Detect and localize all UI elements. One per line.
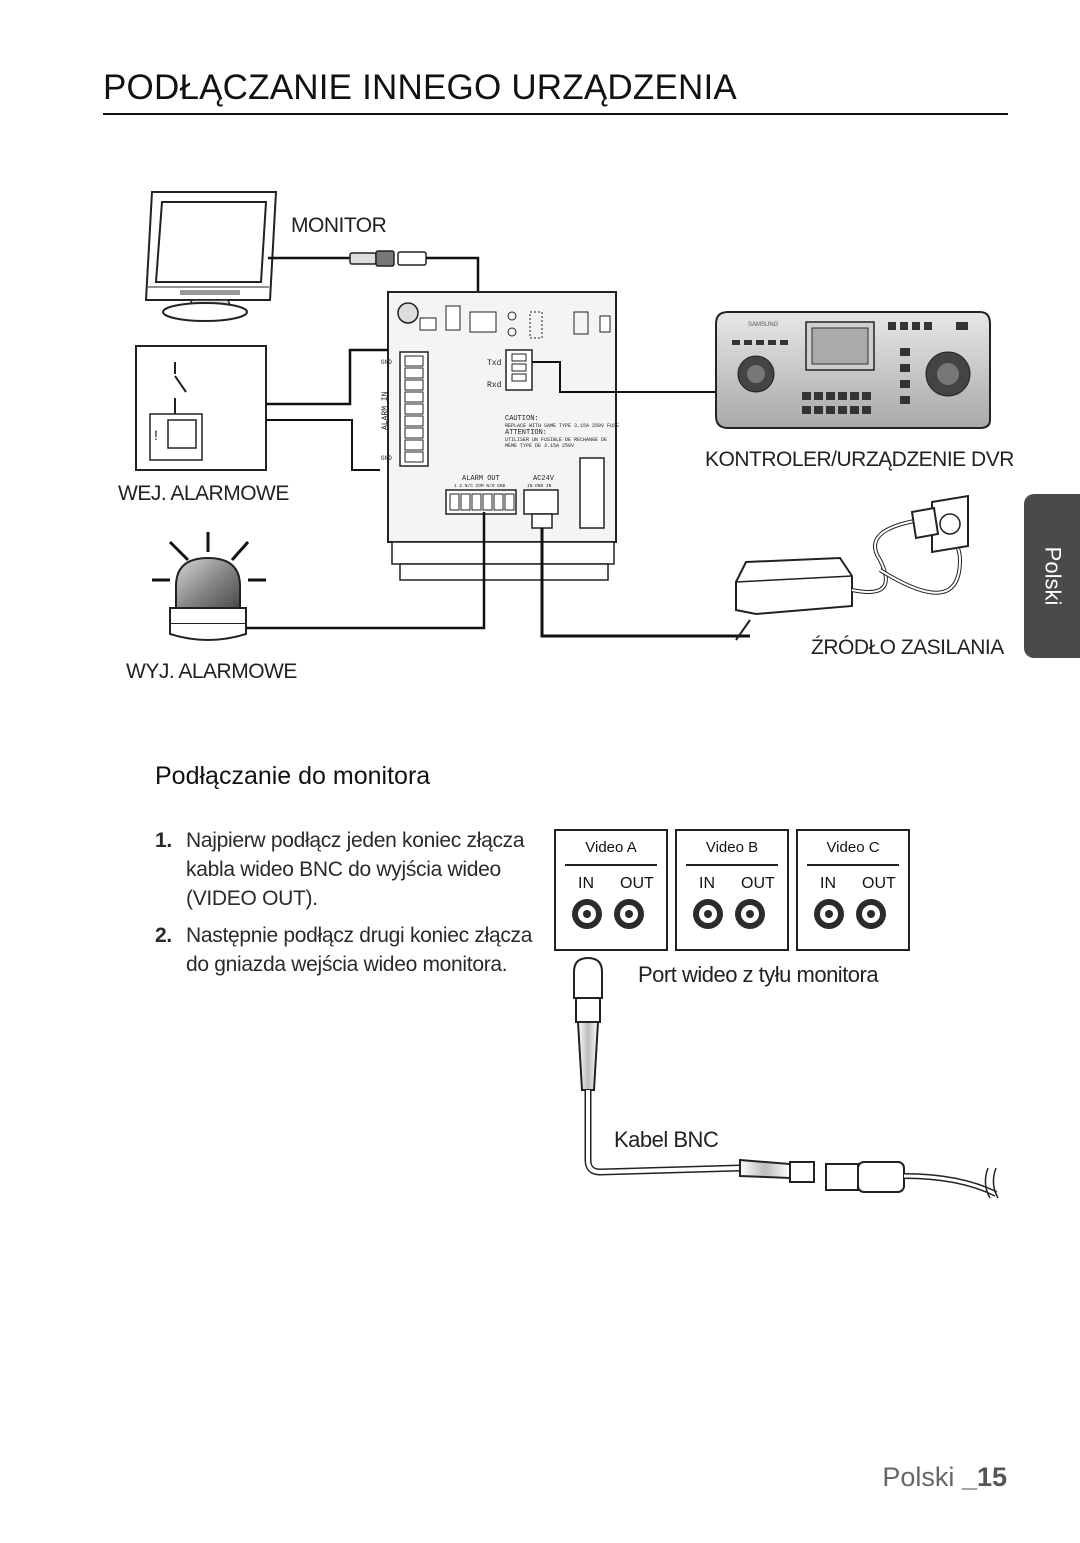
svg-text:MEME TYPE DE 3.15A 250V: MEME TYPE DE 3.15A 250V: [505, 443, 574, 449]
bnc-cable: [573, 956, 999, 1199]
svg-text:ATTENTION:: ATTENTION:: [505, 429, 547, 437]
svg-text:GND: GND: [381, 359, 392, 366]
video-port-a: Video A IN OUT: [554, 829, 668, 951]
video-out-jack: [614, 899, 644, 929]
page-footer: Polski _15: [882, 1462, 1007, 1492]
alarm-out-label: WYJ. ALARMOWE: [126, 660, 297, 683]
video-in-jack: [693, 899, 723, 929]
svg-text:SAMSUNG: SAMSUNG: [748, 322, 779, 328]
svg-text:AC24V: AC24V: [533, 475, 555, 483]
video-in-jack: [572, 899, 602, 929]
page-title: PODŁĄCZANIE INNEGO URZĄDZENIA: [103, 68, 737, 107]
title-rule: [103, 113, 1008, 115]
power-label: ŹRÓDŁO ZASILANIA: [811, 636, 1004, 659]
section-heading: Podłączanie do monitora: [155, 762, 431, 790]
board-alarm-in-label: ALARM IN: [381, 391, 390, 430]
language-tab: [1024, 494, 1080, 658]
monitor-illustration: [144, 191, 278, 322]
keyboard-controller: SAMSUNG: [715, 311, 991, 429]
step-list: 1.Najpierw podłącz jeden koniec złącza k…: [155, 826, 535, 987]
video-port-c: Video C IN OUT: [796, 829, 910, 951]
video-in-jack: [814, 899, 844, 929]
svg-text:!: !: [154, 427, 158, 443]
svg-text:Txd: Txd: [487, 359, 502, 368]
svg-text:CAUTION:: CAUTION:: [505, 415, 539, 423]
svg-text:REPLACE WITH SAME TYPE 3.15A 2: REPLACE WITH SAME TYPE 3.15A 250V FUSE: [505, 423, 619, 429]
svg-text:1 2 N/C COM N/O GND: 1 2 N/C COM N/O GND: [454, 483, 506, 489]
alarm-lamp: [152, 532, 266, 641]
language-tab-label: Polski: [1040, 546, 1065, 606]
video-out-jack: [856, 899, 886, 929]
svg-text:ALARM OUT: ALARM OUT: [462, 475, 500, 483]
alarm-in-label: WEJ. ALARMOWE: [118, 482, 289, 505]
list-item: 1.Najpierw podłącz jeden koniec złącza k…: [155, 829, 525, 910]
page-number: _15: [961, 1462, 1007, 1492]
svg-text:UTILISER UN FUSIBLE DE RECHANG: UTILISER UN FUSIBLE DE RECHANGE DE: [505, 437, 607, 443]
video-port-b: Video B IN OUT: [675, 829, 789, 951]
svg-text:IN GND IN: IN GND IN: [527, 483, 552, 489]
svg-text:GND: GND: [381, 455, 392, 462]
svg-text:Rxd: Rxd: [487, 381, 502, 390]
alarm-input-device: !: [135, 345, 267, 471]
port-caption: Port wideo z tyłu monitora: [638, 962, 879, 987]
controller-board: ALARM IN GND GND Txd Rxd CAUTION: REPLAC…: [381, 291, 619, 581]
list-item: 2.Następnie podłącz drugi koniec złącza …: [155, 924, 533, 976]
power-adapter: [735, 494, 969, 641]
video-out-jack: [735, 899, 765, 929]
cable-caption: Kabel BNC: [614, 1127, 719, 1152]
controller-label: KONTROLER/URZĄDZENIE DVR: [705, 448, 1014, 471]
monitor-label: MONITOR: [291, 214, 387, 237]
